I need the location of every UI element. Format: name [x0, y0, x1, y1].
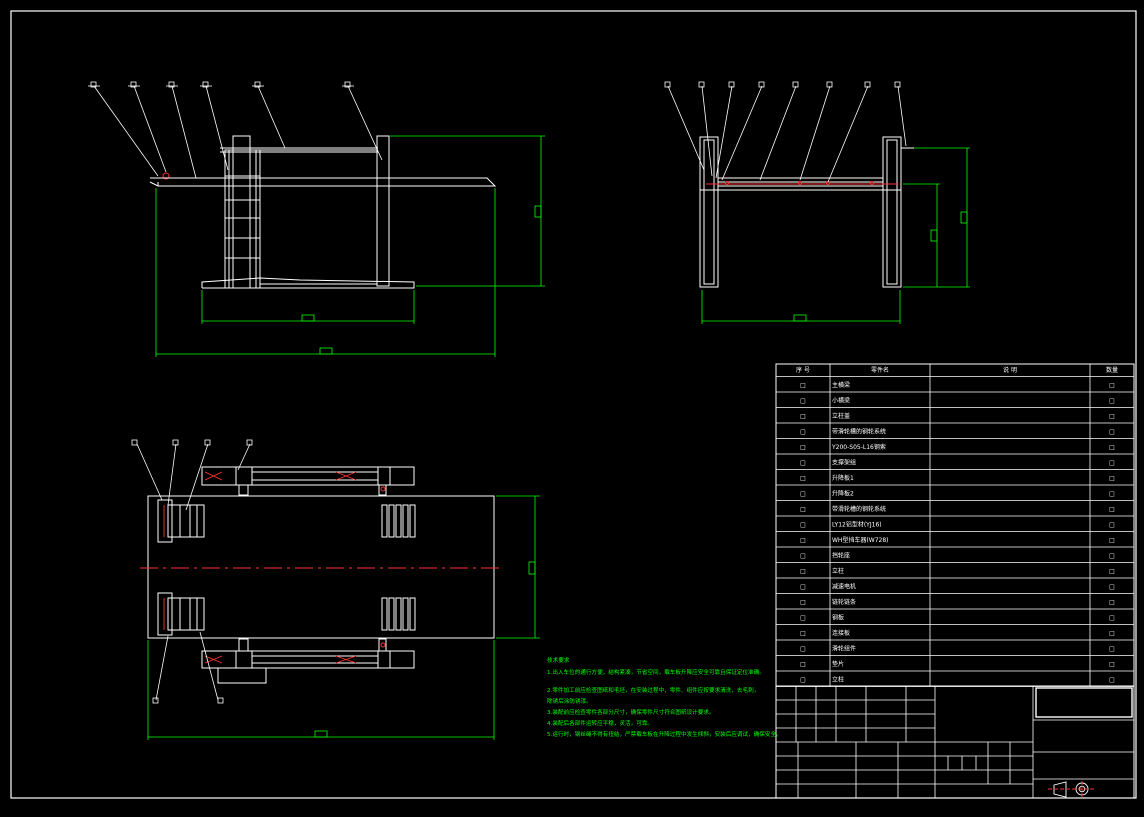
top-view: [147, 466, 495, 684]
row-quantity: □: [1109, 382, 1115, 389]
row-part-name: Y200-S05-L16钢索: [831, 443, 886, 451]
row-index: □: [800, 382, 806, 389]
row-quantity: □: [1109, 630, 1115, 637]
row-index: □: [800, 459, 806, 466]
row-index: □: [800, 583, 806, 590]
front-view: [149, 135, 497, 289]
row-part-name: 主横梁: [832, 381, 850, 389]
row-quantity: □: [1109, 661, 1115, 668]
row-part-name: 升降板1: [832, 474, 854, 482]
top-view-leader-boxes: [131, 439, 253, 704]
row-part-name: 带滑轮槽的钢轮系统: [832, 427, 886, 435]
technical-requirements: 技术要求 1.出入车位的通行方便，结构紧凑，节省空间，载车板升降应安全可靠且保证…: [547, 656, 782, 738]
top-view-red-details: [140, 471, 500, 664]
row-index: □: [800, 630, 806, 637]
header-part-name: 零件名: [871, 366, 889, 374]
row-quantity: □: [1109, 568, 1115, 575]
row-part-name: 立柱盖: [832, 412, 850, 420]
projection-symbol-icon: [1048, 781, 1094, 798]
side-view-dimensions: [701, 147, 970, 324]
row-quantity: □: [1109, 614, 1115, 621]
row-quantity: □: [1109, 537, 1115, 544]
row-part-name: 连接板: [832, 629, 850, 637]
row-part-name: WH型挡车器(W728): [832, 536, 889, 544]
front-view-leaders: [88, 85, 383, 179]
row-part-name: 立柱: [832, 567, 844, 575]
row-part-name: 链轮链条: [832, 598, 856, 606]
row-index: □: [800, 676, 806, 683]
tech-notes-title: 技术要求: [547, 656, 570, 664]
row-part-name: 减速电机: [832, 582, 856, 590]
row-index: □: [800, 661, 806, 668]
row-quantity: □: [1109, 552, 1115, 559]
row-quantity: □: [1109, 506, 1115, 513]
row-quantity: □: [1109, 583, 1115, 590]
side-view-leader-boxes: [664, 81, 901, 88]
parts-table: □ 主横梁 □ □ 小横梁 □ □ 立柱盖 □ □ 带滑轮槽的钢轮系统 □ □ Y200-S05-L16钢…: [775, 363, 1135, 687]
row-quantity: □: [1109, 444, 1115, 451]
row-index: □: [800, 645, 806, 652]
row-part-name: 钢板: [832, 613, 844, 621]
row-quantity: □: [1109, 645, 1115, 652]
row-quantity: □: [1109, 521, 1115, 528]
tech-note-line: 3.装配前应检查零件各部分尺寸，确保零件尺寸符合图纸设计要求。: [547, 708, 715, 716]
row-quantity: □: [1109, 413, 1115, 420]
top-view-leaders: [136, 443, 251, 701]
row-index: □: [800, 599, 806, 606]
row-index: □: [800, 397, 806, 404]
row-index: □: [800, 537, 806, 544]
row-quantity: □: [1109, 428, 1115, 435]
row-part-name: LY12铝型材(YJ16): [832, 520, 882, 528]
row-part-name: 挡轮座: [832, 551, 850, 559]
row-part-name: 带滑轮槽的钢轮系统: [832, 505, 886, 513]
row-part-name: 立柱: [832, 675, 844, 683]
row-index: □: [800, 506, 806, 513]
header-description: 说 明: [1003, 366, 1017, 374]
top-view-dimensions: [147, 495, 540, 740]
row-index: □: [800, 521, 806, 528]
front-view-dimensions: [155, 135, 545, 357]
front-view-leader-boxes: [90, 81, 351, 88]
row-index: □: [800, 568, 806, 575]
row-index: □: [800, 552, 806, 559]
side-view-leaders: [667, 85, 907, 183]
row-quantity: □: [1109, 475, 1115, 482]
row-index: □: [800, 475, 806, 482]
row-index: □: [800, 428, 806, 435]
header-index: 序 号: [796, 366, 810, 374]
tech-note-line: 5.运行时，钢丝绳不得有扭结，严禁载车板在升降过程中发生倾斜，安装后应调试，确保…: [547, 730, 782, 738]
drawing-border: [10, 10, 1137, 799]
row-part-name: 小横梁: [832, 396, 850, 404]
row-quantity: □: [1109, 459, 1115, 466]
row-index: □: [800, 413, 806, 420]
side-view: [699, 136, 914, 288]
row-part-name: 升降板2: [832, 489, 854, 497]
tech-note-line: 1.出入车位的通行方便，结构紧凑，节省空间，载车板升降应安全可靠且保证定位准确。: [547, 668, 765, 676]
header-quantity: 数量: [1106, 366, 1118, 374]
row-index: □: [800, 444, 806, 451]
tech-note-line: 除锈后涂防锈漆。: [547, 697, 592, 705]
parts-table-header: 序 号 零件名 说 明 数量: [796, 366, 1118, 374]
row-index: □: [800, 614, 806, 621]
row-index: □: [800, 490, 806, 497]
row-part-name: 滑轮组件: [832, 644, 856, 652]
row-quantity: □: [1109, 490, 1115, 497]
row-part-name: 支撑架组: [832, 458, 856, 466]
title-block: [775, 685, 1135, 799]
row-quantity: □: [1109, 397, 1115, 404]
tech-note-line: 4.装配后各部件运转应平稳，灵活，可靠。: [547, 719, 653, 727]
row-part-name: 垫片: [832, 660, 844, 668]
row-quantity: □: [1109, 676, 1115, 683]
row-quantity: □: [1109, 599, 1115, 606]
tech-note-line: 2.零件加工前应检查图纸和毛坯，在安装过程中，零件、组件应按要求清洗，去毛刺，: [547, 686, 759, 694]
